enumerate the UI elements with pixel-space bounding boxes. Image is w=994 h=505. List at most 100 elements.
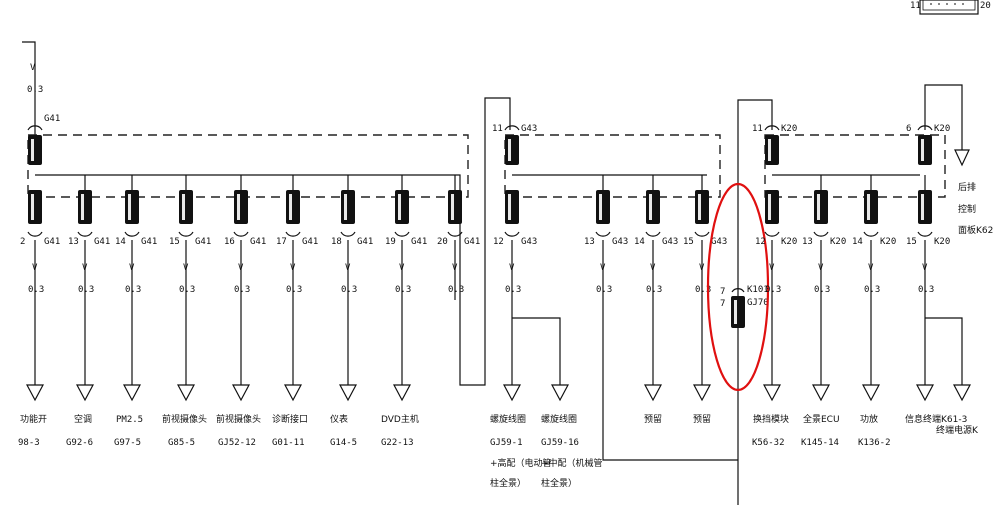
top-left-feed: V 0.3: [22, 41, 43, 135]
pin-label: 13: [802, 237, 813, 247]
voltage-label: V: [868, 263, 874, 273]
branch-note: +中配（机械管: [541, 457, 603, 469]
g41-branches: 2 G41 V 0.3 功能开 98-3 13 G41 V 0.3 空调 G92…: [18, 175, 480, 448]
highlight-circle: [706, 182, 770, 392]
pin-label: 14: [115, 237, 126, 247]
branch-name: 预留: [693, 413, 711, 425]
gauge-label: 0.3: [125, 285, 141, 295]
branch-g43-15: 15 G43 V 0.3 预留: [683, 175, 727, 425]
voltage-label: V: [129, 263, 135, 273]
k20-branches: 12 K20 V 0.3 换挡模块 K56-32 13 K20 V 0.3 全景…: [752, 175, 979, 448]
voltage-label: V: [650, 263, 656, 273]
branch-g41-20: 20 G41 V 0.3: [437, 175, 480, 300]
connector-label: G43: [521, 237, 537, 247]
g43-header-connector: G43: [521, 124, 537, 134]
k20-header-pin: 11: [752, 124, 763, 134]
pin-label: 16: [224, 237, 235, 247]
connector-label: K20: [934, 237, 950, 247]
voltage-label: V: [452, 263, 458, 273]
g43-header-pin: 11: [492, 124, 503, 134]
branch-name: 全景ECU: [803, 413, 840, 425]
pin-label: 20: [437, 237, 448, 247]
voltage-label: V: [238, 263, 244, 273]
feed-voltage: V: [30, 63, 36, 73]
pin-label: 15: [169, 237, 180, 247]
voltage-label: V: [922, 263, 928, 273]
gauge-label: 0.3: [234, 285, 250, 295]
gauge-label: 0.3: [505, 285, 521, 295]
connector-label: G41: [464, 237, 480, 247]
branch-code: GJ59-16: [541, 438, 579, 448]
voltage-label: V: [818, 263, 824, 273]
connector-label: G41: [94, 237, 110, 247]
branch-code: GJ59-1: [490, 438, 523, 448]
k20-header-connector: K20: [781, 124, 797, 134]
branch-g41-18: 18 G41 V 0.3 仪表 G14-5: [330, 175, 373, 448]
branch-code: K145-14: [801, 438, 839, 448]
pin-label: 15: [683, 237, 694, 247]
connector-label: G41: [250, 237, 266, 247]
g43-branches: 12 G43 V 0.3 螺旋线圈 GJ59-1 +高配（电动管 柱全景） 螺旋…: [490, 175, 738, 489]
gauge-label: 0.3: [28, 285, 44, 295]
gauge-label: 0.3: [395, 285, 411, 295]
branch-name: 预留: [644, 413, 662, 425]
side-label-0: 后排: [958, 181, 976, 193]
pin-label: 14: [634, 237, 645, 247]
branch-note: 柱全景）: [541, 477, 577, 489]
voltage-label: V: [82, 263, 88, 273]
feed-gauge: 0.3: [27, 85, 43, 95]
k20b-header-pin: 6: [906, 124, 911, 134]
gauge-label: 0.3: [448, 285, 464, 295]
branch-k20-14: 14 K20 V 0.3 功放 K136-2: [852, 175, 896, 448]
branch-g41-17: 17 G41 V 0.3 诊断接口 G01-11: [272, 175, 318, 448]
hl-pin2: 7: [720, 299, 725, 309]
pin-label: 13: [584, 237, 595, 247]
gauge-label: 0.3: [179, 285, 195, 295]
branch-code: G85-5: [168, 438, 195, 448]
branch-code: G97-5: [114, 438, 141, 448]
connector-label: G43: [612, 237, 628, 247]
gauge-label: 0.3: [646, 285, 662, 295]
connector-label: K20: [781, 237, 797, 247]
branch-code: 98-3: [18, 438, 40, 448]
voltage-label: V: [32, 263, 38, 273]
branch-code: G22-13: [381, 438, 414, 448]
gauge-label: 0.3: [695, 285, 711, 295]
branch-code: G14-5: [330, 438, 357, 448]
connector-label: K20: [880, 237, 896, 247]
branch-name: 前视摄像头: [162, 413, 207, 425]
pin-label: 18: [331, 237, 342, 247]
pin-label: 14: [852, 237, 863, 247]
connector-label: G41: [141, 237, 157, 247]
branch-note: +高配（电动管: [490, 457, 552, 469]
branch-name: 仪表: [330, 413, 348, 425]
branch-k20-12: 12 K20 V 0.3 换挡模块 K56-32: [752, 190, 797, 448]
branch-code: K136-2: [858, 438, 891, 448]
branch-g41-15: 15 G41 V 0.3 前视摄像头 G85-5: [162, 175, 211, 448]
branch-g43-13: 13 G43 V 0.3: [584, 175, 738, 461]
branch-code: G92-6: [66, 438, 93, 448]
pin-label: 12: [755, 237, 766, 247]
branch-note: 柱全景）: [490, 477, 526, 489]
hl-connector1: K101: [747, 285, 769, 295]
header-pin-left: 11: [910, 1, 921, 11]
voltage-label: V: [399, 263, 405, 273]
gauge-label: 0.3: [765, 285, 781, 295]
voltage-label: V: [290, 263, 296, 273]
branch-name: 螺旋线圈: [541, 413, 577, 425]
side-label-1: 控制: [958, 203, 976, 215]
branch-name: 空调: [74, 413, 92, 425]
branch-name: 终端电源K: [936, 424, 979, 436]
gauge-label: 0.3: [596, 285, 612, 295]
group-k20: 11 K20 6 K20 后排 控制 面板K62: [737, 84, 993, 505]
connector-label: G43: [662, 237, 678, 247]
connector-label: G41: [411, 237, 427, 247]
branch-name: PM2.5: [116, 415, 143, 425]
branch-g41-19: 19 G41 V 0.3 DVD主机 G22-13: [381, 175, 427, 448]
branch-g43-12: 12 G43 V 0.3 螺旋线圈 GJ59-1 +高配（电动管 柱全景） 螺旋…: [490, 190, 603, 489]
connector-label: G41: [44, 237, 60, 247]
hl-pin1: 7: [720, 287, 725, 297]
branch-g41-2: 2 G41 V 0.3 功能开 98-3: [18, 190, 60, 448]
connector-label: G41: [302, 237, 318, 247]
g41-header-connector: G41: [44, 114, 60, 124]
